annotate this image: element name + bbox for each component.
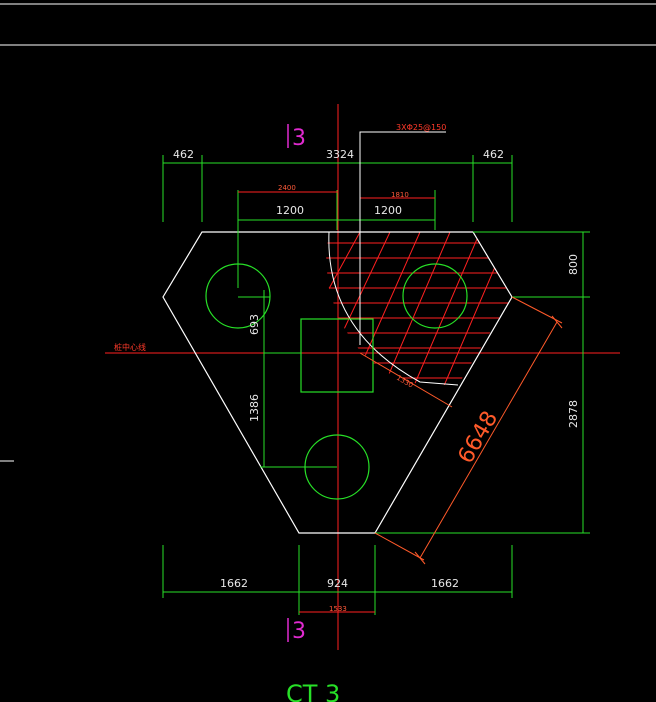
rebar-leader (359, 131, 446, 345)
dim-left-upper: 693 (248, 314, 261, 335)
top-dimension-chain (162, 155, 513, 288)
drawing-title-partial: CT 3 (286, 680, 340, 702)
hatch-region (326, 232, 512, 385)
dim-bottom-small: 1533 (329, 605, 347, 613)
diagonal-dimension (359, 296, 563, 565)
rebar-note: 3XΦ25@150 (396, 123, 446, 132)
dim-left-lower: 1386 (248, 394, 261, 422)
section-mark-top[interactable]: 3 (292, 126, 306, 151)
dim-bottom-left: 1662 (220, 577, 248, 590)
dim-top-left: 462 (173, 148, 194, 161)
dim-right-top: 800 (567, 254, 580, 275)
dim-pile-left: 1200 (276, 204, 304, 217)
dim-pile-right: 1200 (374, 204, 402, 217)
section-mark-bottom[interactable]: 3 (292, 619, 306, 644)
dim-bottom-right: 1662 (431, 577, 459, 590)
dim-top-mid: 3324 (326, 148, 354, 161)
dim-diagonal: 6648 (454, 407, 504, 468)
hatch-arc-boundary (328, 231, 459, 386)
axis-label: 桩中心线 (114, 342, 146, 352)
left-internal-dims (238, 290, 337, 468)
bottom-dimension-chain (162, 545, 513, 615)
dim-pile-span-right: 1810 (391, 191, 409, 199)
dim-top-right: 462 (483, 148, 504, 161)
column-square[interactable] (300, 318, 374, 393)
pile-right[interactable] (402, 263, 468, 329)
dim-right-bottom: 2878 (567, 400, 580, 428)
dim-bottom-mid: 924 (327, 577, 348, 590)
right-dimension-chain (375, 231, 590, 534)
dim-arc-radius: 1330 (395, 374, 414, 390)
dim-pile-span-left: 2400 (278, 184, 296, 192)
pile-span-dims (238, 191, 435, 199)
